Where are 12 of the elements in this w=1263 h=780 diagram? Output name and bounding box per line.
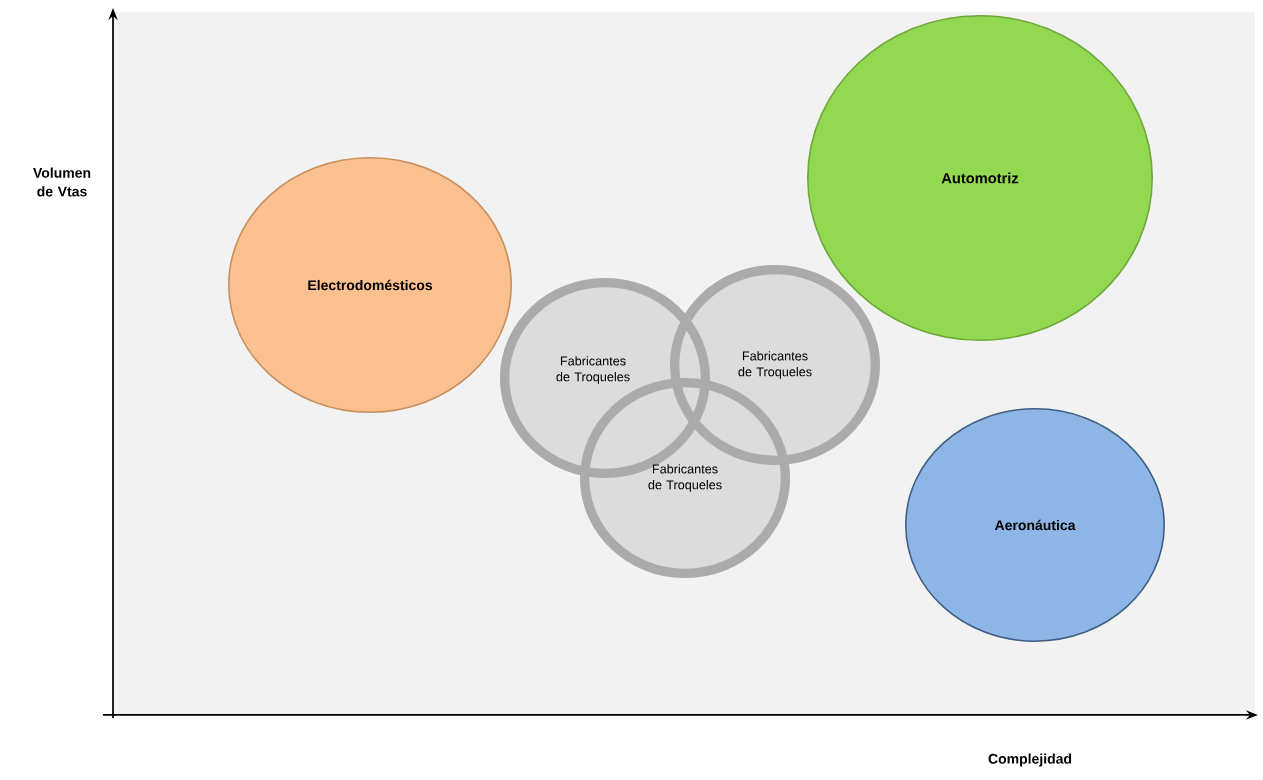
axis-label: Volumen de Vtas [33,167,91,197]
ellipse [905,407,1165,642]
ellipse-label: Aeronáutica [994,519,1076,531]
ellipse-label: Fabricantes de Troqueles [648,464,722,492]
ellipse-label: Electrodomésticos [308,279,433,291]
ellipse [228,157,512,413]
ellipse-label: Fabricantes de Troqueles [556,356,630,384]
ellipse [807,14,1153,341]
ellipse-label: Automotriz [941,172,1019,184]
ellipse [670,265,880,465]
axis-label: Complejidad [988,753,1072,767]
ellipse-label: Fabricantes de Troqueles [738,351,812,379]
